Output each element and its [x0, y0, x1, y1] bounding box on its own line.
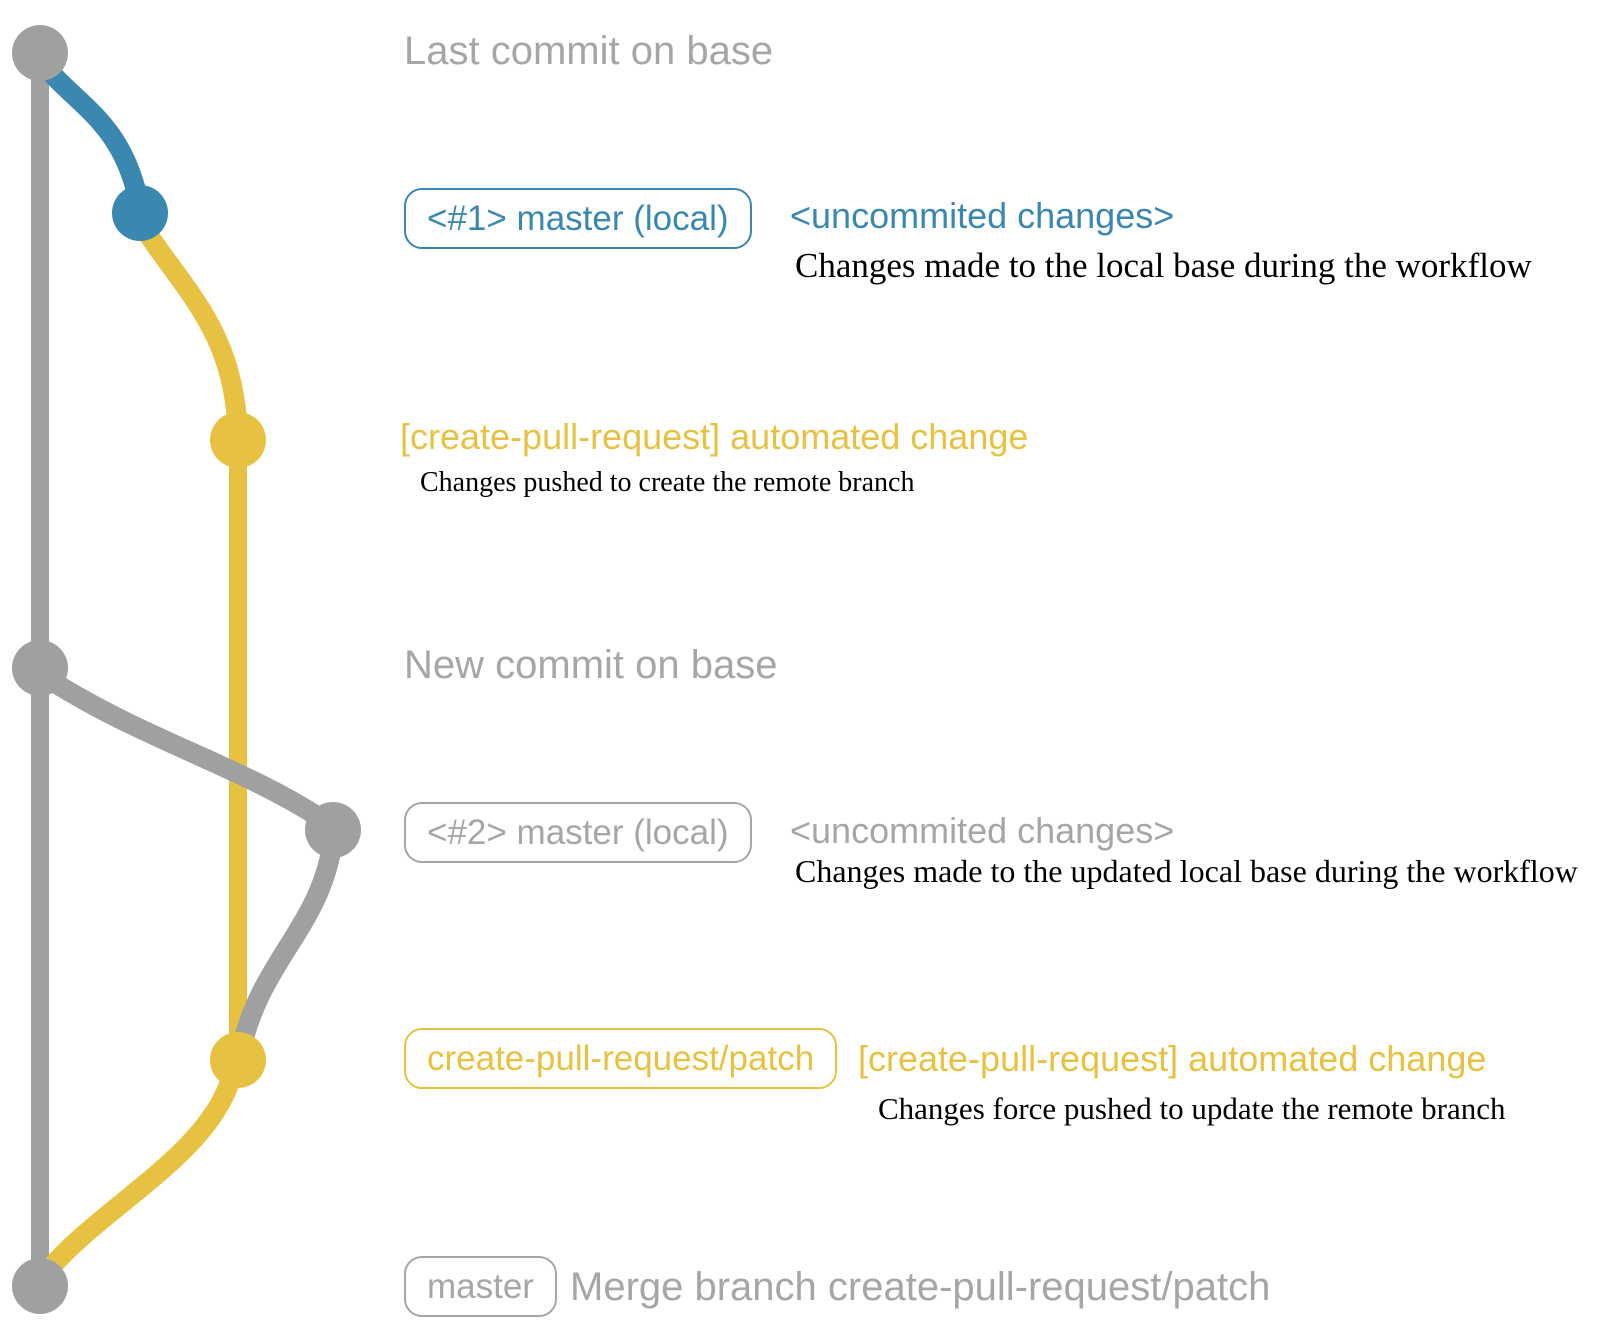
- merge-curve: [34, 1056, 244, 1286]
- commit-node-merge: [12, 1258, 68, 1314]
- local2-commit-label: <uncommited changes>: [790, 810, 1175, 851]
- commit-node-local-2: [305, 802, 361, 858]
- remote1-description: Changes pushed to create the remote bran…: [420, 467, 915, 498]
- local1-commit-label: <uncommited changes>: [790, 195, 1175, 236]
- local2-branch-badge: <#2> master (local): [404, 802, 752, 863]
- commit-node-last-base: [12, 25, 68, 81]
- remote1-commit-label: [create-pull-request] automated change: [400, 416, 1029, 457]
- merge-commit-label: Merge branch create-pull-request/patch: [570, 1265, 1271, 1309]
- local-changes-curve-2: [231, 836, 342, 1060]
- commit-node-local-1: [112, 185, 168, 241]
- last-commit-label: Last commit on base: [404, 29, 774, 73]
- local1-description: Changes made to the local base during th…: [795, 246, 1532, 285]
- remote2-commit-label: [create-pull-request] automated change: [858, 1038, 1487, 1079]
- patch-branch-curve-1: [132, 215, 248, 444]
- base-update-curve: [34, 666, 339, 834]
- local2-description: Changes made to the updated local base d…: [795, 853, 1578, 889]
- remote2-description: Changes force pushed to update the remot…: [878, 1091, 1506, 1126]
- local-changes-curve-1: [32, 52, 149, 213]
- merge-branch-badge: master: [404, 1256, 557, 1317]
- commit-node-new-base: [12, 640, 68, 696]
- new-commit-label: New commit on base: [404, 643, 778, 687]
- remote2-branch-badge: create-pull-request/patch: [404, 1028, 838, 1089]
- commit-node-patch-2: [210, 1032, 266, 1088]
- local1-branch-badge: <#1> master (local): [404, 188, 752, 249]
- commit-node-patch-1: [210, 412, 266, 468]
